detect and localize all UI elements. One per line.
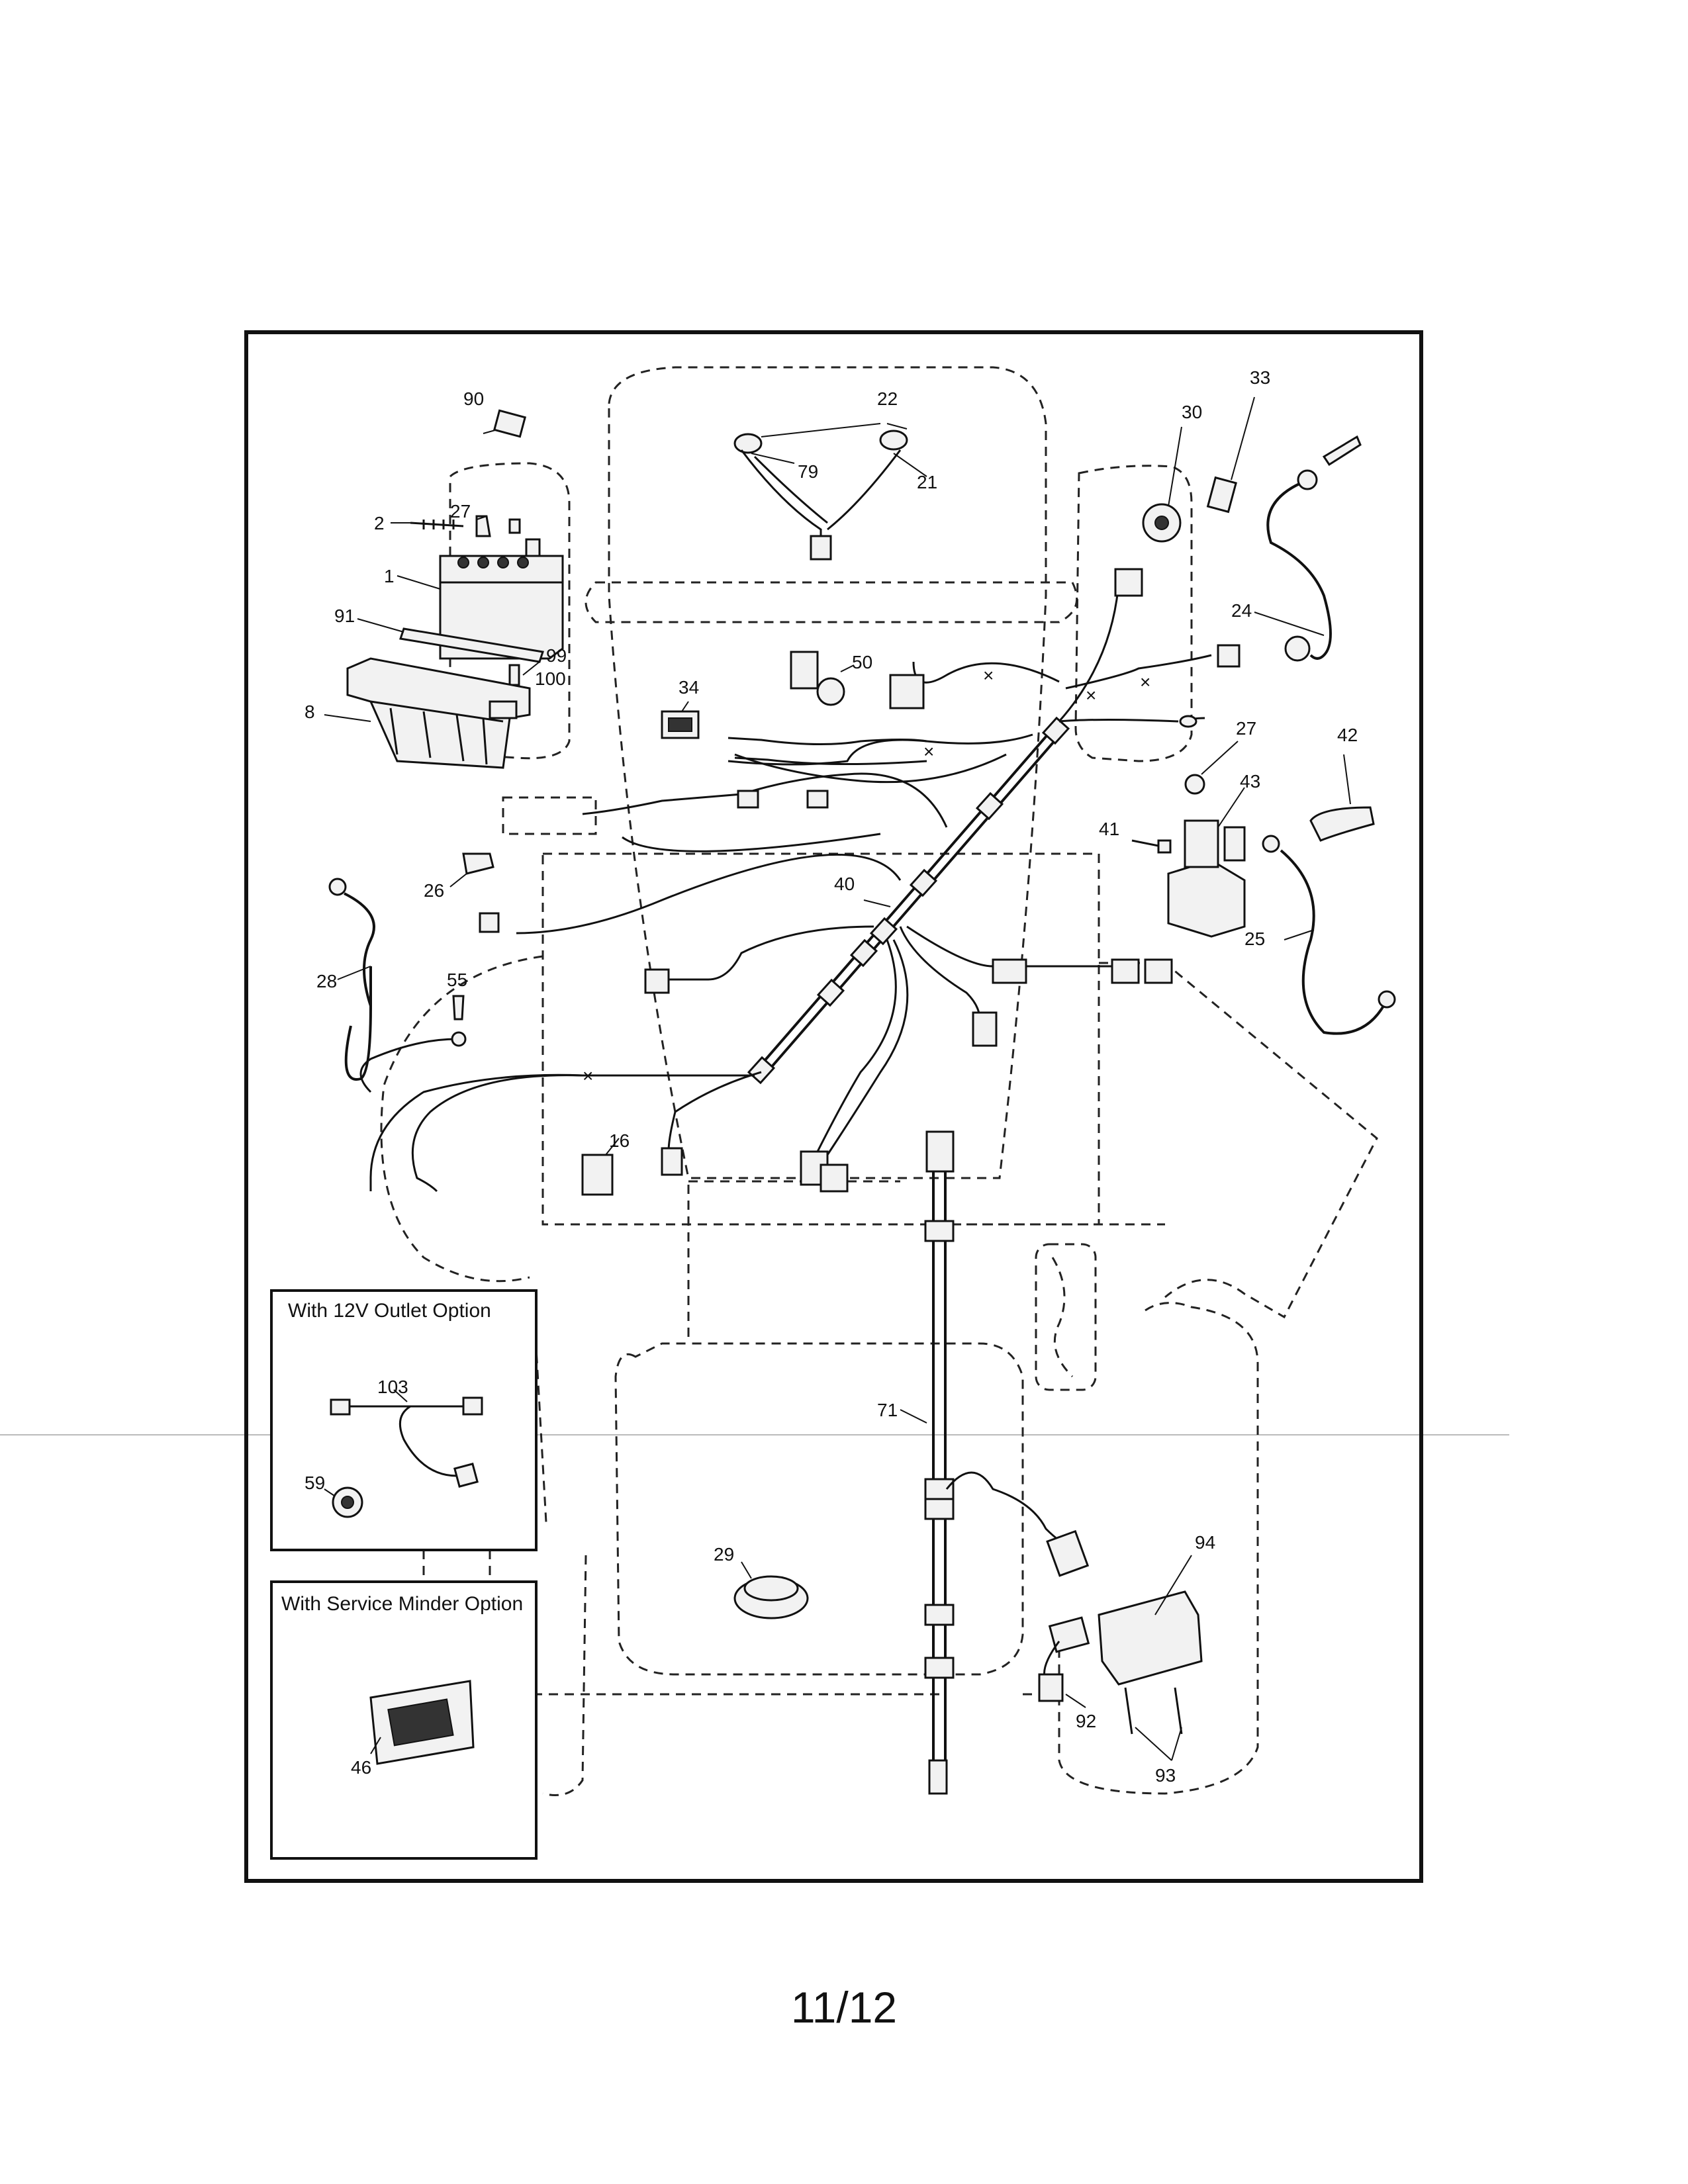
callout-55: 55 [447,970,467,990]
part-26 [449,852,494,887]
callout-21: 21 [917,472,937,492]
callout-92: 92 [1076,1711,1096,1731]
part-headlights [733,423,927,561]
callout-100: 100 [535,668,566,689]
page-number: 11/12 [790,1983,898,2032]
part-50-pto [790,651,925,709]
callout-99: 99 [546,645,567,666]
callout-27-right: 27 [1236,718,1256,739]
callout-41: 41 [1099,819,1119,839]
callout-42: 42 [1337,725,1358,745]
outlet-option-title: With 12V Outlet Option [288,1300,491,1322]
part-94-module [1038,1555,1203,1761]
callout-103: 103 [377,1377,408,1397]
part-55-screw [451,995,467,1047]
part-30-ignition [1142,426,1182,543]
diagram-frame [244,330,1423,1883]
callout-1: 1 [384,566,395,586]
part-25-cable [1262,835,1396,1035]
part-29-grommet [733,1561,809,1619]
callout-71: 71 [877,1400,898,1420]
callout-33: 33 [1250,367,1270,388]
callout-46: 46 [351,1757,371,1778]
callout-27-top: 27 [450,501,471,522]
x-mark: × [923,741,934,762]
part-16-connector [581,1138,620,1196]
callout-16: 16 [609,1130,630,1151]
callout-91: 91 [334,606,355,626]
x-mark: × [983,665,994,686]
part-41-screw [1131,839,1172,854]
x-mark: × [583,1066,593,1086]
part-33-key [1206,396,1255,514]
part-8-tray [324,657,531,769]
minder-option-box: With Service Minder Option [270,1580,538,1860]
part-1-battery [397,538,564,660]
callout-59: 59 [305,1473,325,1493]
part-24-cable [1254,435,1362,662]
part-27-nut [1184,741,1239,795]
callout-40: 40 [834,874,855,894]
callout-25: 25 [1244,929,1265,949]
callout-94: 94 [1195,1532,1215,1553]
minder-option-title: With Service Minder Option [281,1593,523,1615]
callout-90: 90 [463,388,484,409]
callout-30: 30 [1182,402,1202,422]
callout-2: 2 [374,513,385,533]
callout-8: 8 [305,702,315,722]
callout-50: 50 [852,652,872,672]
callout-22: 22 [877,388,898,409]
callout-29: 29 [714,1544,734,1565]
callout-24: 24 [1231,600,1252,621]
rear-harness [924,1130,1090,1795]
callout-43: 43 [1240,771,1260,792]
part-34-switch [661,701,927,766]
callout-26: 26 [424,880,444,901]
x-mark: × [1140,672,1150,692]
part-90 [483,409,527,438]
callout-34: 34 [679,677,699,698]
callout-labels: 90 22 79 21 30 33 27 2 1 91 99 100 8 34 … [305,367,1358,1786]
callout-28: 28 [316,971,337,991]
callout-93: 93 [1155,1765,1176,1786]
main-harness: × × × × × [359,568,1241,1193]
tractor-outline [380,366,1378,1796]
callout-79: 79 [798,461,818,482]
part-42-boot [1309,754,1375,842]
part-2-screw [391,515,521,537]
part-28-cable [328,878,375,1081]
outlet-option-box: With 12V Outlet Option [270,1289,538,1551]
x-mark: × [1086,685,1096,705]
part-43-solenoid [1167,787,1246,938]
